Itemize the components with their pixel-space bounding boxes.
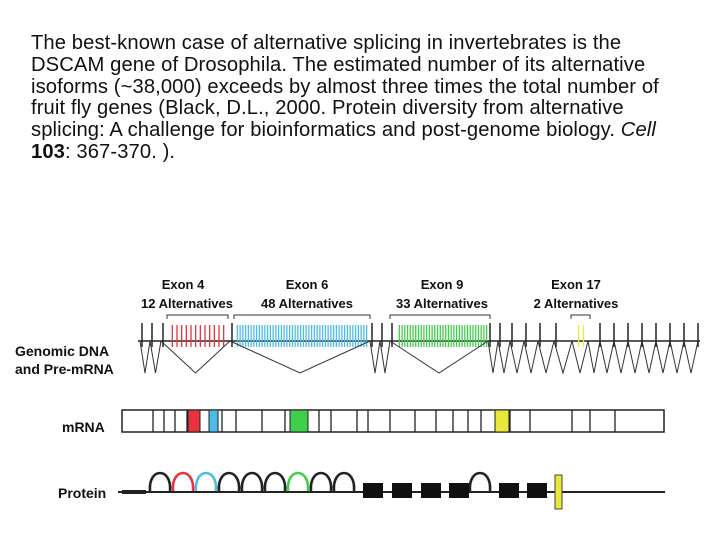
exon-17-label: Exon 17 bbox=[551, 277, 601, 292]
exon-labels: Exon 4 12 Alternatives Exon 6 48 Alterna… bbox=[141, 277, 618, 311]
paragraph-text-2: : 367-370. ). bbox=[64, 140, 176, 163]
mrna-exon-9 bbox=[289, 409, 309, 433]
exon-4-alternatives: 12 Alternatives bbox=[141, 296, 233, 311]
exon-17-bracket bbox=[570, 314, 591, 319]
mrna-exon-4 bbox=[187, 409, 201, 433]
exon-9-alternatives: 33 Alternatives bbox=[396, 296, 488, 311]
exon-6-alternatives-marks bbox=[236, 325, 368, 347]
transmembrane-domain bbox=[554, 474, 563, 510]
intron-splice-lines bbox=[139, 340, 699, 375]
pre-mrna-label: and Pre-mRNA bbox=[15, 361, 114, 377]
exon-9-label: Exon 9 bbox=[421, 277, 464, 292]
exon-17-alternatives-marks bbox=[577, 325, 585, 347]
protein-domains bbox=[118, 471, 665, 510]
description-paragraph: The best-known case of alternative splic… bbox=[31, 32, 691, 164]
mrna-exon-17 bbox=[494, 409, 510, 433]
mrna-label: mRNA bbox=[62, 419, 105, 435]
dscam-splicing-diagram: Exon 4 12 Alternatives Exon 6 48 Alterna… bbox=[15, 277, 700, 510]
exon-6-bracket bbox=[233, 314, 371, 319]
exon-17-alternatives: 2 Alternatives bbox=[534, 296, 619, 311]
exon-6-alternatives: 48 Alternatives bbox=[261, 296, 353, 311]
exon-9-bracket bbox=[389, 314, 491, 319]
paragraph-text-1: The best-known case of alternative splic… bbox=[31, 32, 659, 142]
mrna-exon-6 bbox=[208, 409, 219, 433]
journal-volume: 103 bbox=[31, 140, 65, 163]
protein-label: Protein bbox=[58, 485, 106, 501]
exon-4-label: Exon 4 bbox=[162, 277, 205, 292]
mrna-bar bbox=[121, 409, 665, 433]
exon-4-alternatives-marks bbox=[171, 325, 225, 347]
genomic-exon-marks bbox=[141, 323, 699, 347]
exon-9-alternatives-marks bbox=[398, 325, 488, 347]
exon-4-bracket bbox=[166, 314, 229, 319]
genomic-dna-label: Genomic DNA bbox=[15, 343, 109, 359]
exon-6-label: Exon 6 bbox=[286, 277, 329, 292]
exon-brackets bbox=[166, 314, 591, 319]
journal-name: Cell bbox=[620, 119, 656, 142]
mrna-outline bbox=[121, 409, 665, 433]
